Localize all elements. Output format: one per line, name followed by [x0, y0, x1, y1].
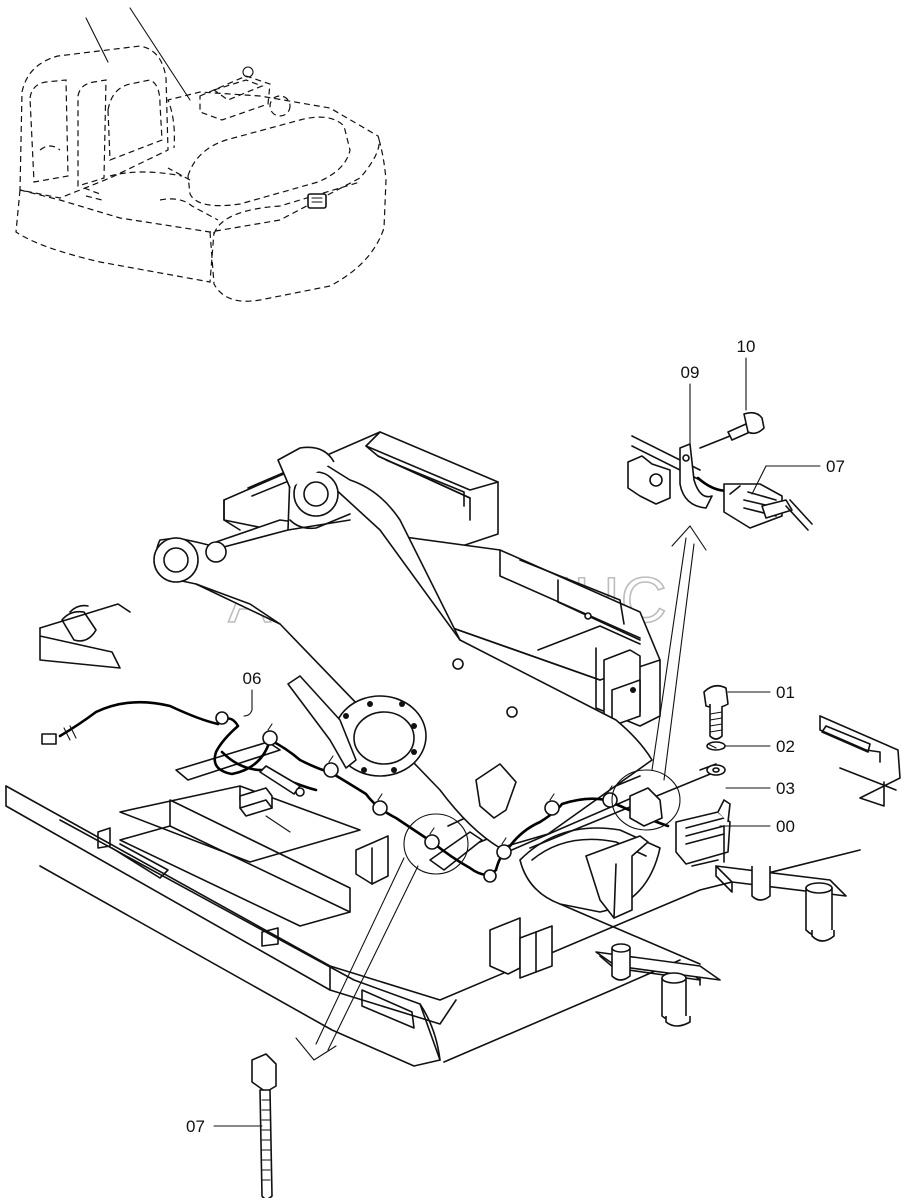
part-labels: 10 09 07 06 01 02 03 00 07 — [186, 337, 845, 1136]
mount-feet — [611, 866, 835, 1027]
callout-00: 00 — [776, 817, 795, 836]
wire-harness — [41, 700, 670, 883]
hardware-stack — [703, 684, 729, 776]
callout-02: 02 — [776, 737, 795, 756]
cable-tie-detail — [251, 1053, 277, 1200]
detail-callouts — [295, 525, 707, 1061]
callout-03: 03 — [776, 779, 795, 798]
connector-detail — [627, 411, 813, 531]
callout-06: 06 — [243, 669, 262, 688]
callout-01: 01 — [776, 683, 795, 702]
callout-09: 09 — [681, 363, 700, 382]
leader-lines — [213, 357, 821, 1127]
callout-10: 10 — [737, 337, 756, 356]
harness-clamps — [215, 711, 618, 883]
boom-assembly — [153, 431, 661, 871]
callout-07-connector: 07 — [826, 457, 845, 476]
upper-frame — [5, 603, 901, 1067]
callout-07-tie: 07 — [186, 1117, 205, 1136]
excavator-inset — [15, 7, 387, 302]
